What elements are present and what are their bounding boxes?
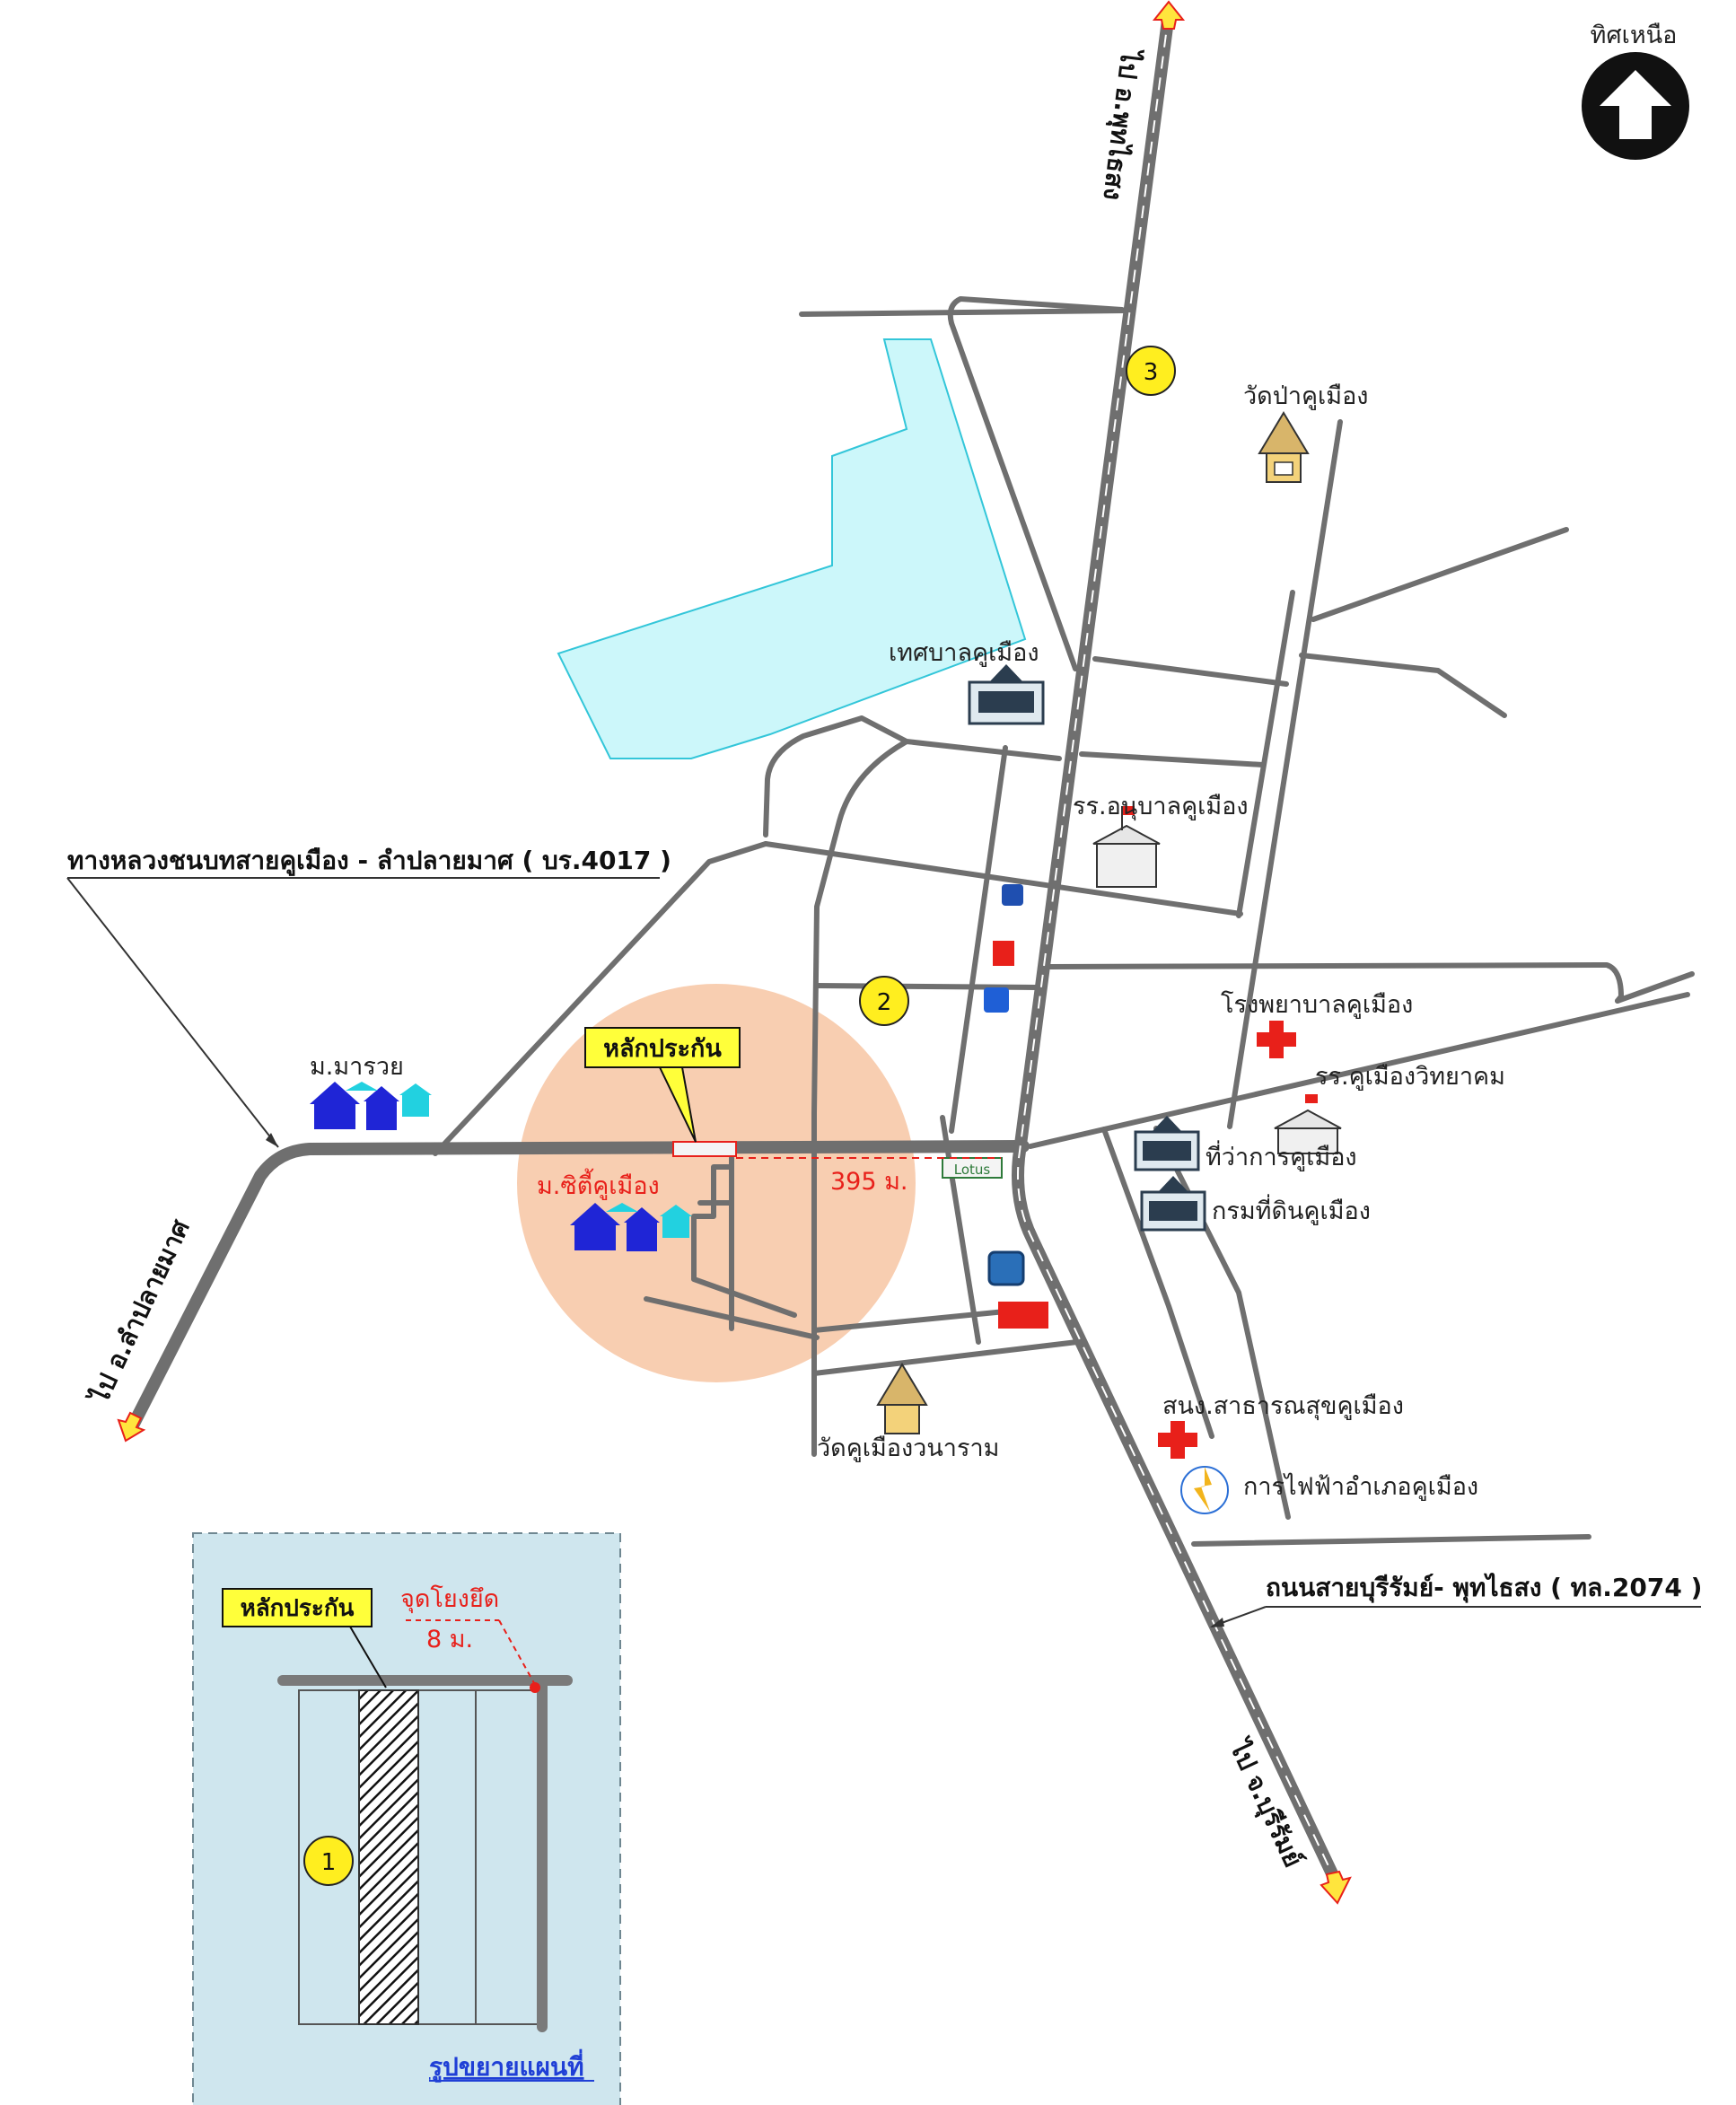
label-wat-pa: วัดป่าคูเมือง	[1243, 382, 1368, 410]
label-to-phutthaisong: ไป อ.พุทไธสง	[1097, 46, 1146, 202]
north-compass: ทิศเหนือ	[1582, 22, 1689, 160]
government-building-icon	[968, 664, 1045, 725]
arrow-north-icon	[1152, 0, 1186, 30]
arrow-southwest-icon	[117, 1411, 146, 1443]
label-hospital: โรงพยาบาลคูเมือง	[1221, 991, 1413, 1019]
collateral-plot	[672, 1141, 737, 1157]
district-office-icon	[1134, 1116, 1200, 1171]
rural-road-4017	[126, 1140, 1030, 1434]
svg-text:3: 3	[1144, 359, 1159, 386]
temple-icon	[1258, 411, 1310, 483]
bank-icon	[984, 987, 1009, 1013]
post-office-icon	[998, 1302, 1048, 1329]
label-health-office: สนง.สาธารณสุขคูเมือง	[1162, 1392, 1404, 1421]
marker-1: 1	[303, 1836, 354, 1886]
label-anchor: จุดโยงยึด	[400, 1585, 499, 1614]
label-kindergarten: รร.อนุบาลคูเมือง	[1073, 793, 1249, 821]
anchor-point	[530, 1682, 540, 1693]
inset-collateral-callout: หลักประกัน	[222, 1588, 387, 1688]
arrow-south-icon	[1320, 1870, 1352, 1905]
label-school: รร.คูเมืองวิทยาคม	[1315, 1063, 1505, 1091]
north-arrow-icon	[1600, 70, 1671, 139]
label-rural-road: ทางหลวงชนบทสายคูเมือง - ลำปลายมาศ ( บร.4…	[67, 846, 671, 876]
label-highway-2074: ถนนสายบุรีรัมย์- พุทไธสง ( ทล.2074 )	[1266, 1573, 1702, 1603]
label-land-dept: กรมที่ดินคูเมือง	[1212, 1194, 1371, 1225]
north-label: ทิศเหนือ	[1591, 22, 1678, 49]
lotus-store-icon: Lotus	[942, 1157, 1003, 1179]
electricity-icon	[1180, 1466, 1229, 1514]
local-road-network	[433, 296, 1695, 1547]
hospital-cross-icon	[1257, 1021, 1296, 1058]
label-to-lamplaimat: ไป อ.ลำปลายมาศ	[83, 1215, 196, 1410]
inset-map: หลักประกัน จุดโยงยึด 8 ม. 1 รูปขยายแผนที…	[192, 1532, 621, 2105]
highway-2074	[1012, 7, 1344, 1891]
inset-collateral-plot	[358, 1689, 419, 2025]
marker-3: 3	[1126, 346, 1176, 396]
land-dept-icon	[1140, 1176, 1206, 1232]
svg-text:Lotus: Lotus	[954, 1162, 991, 1178]
label-electricity: การไฟฟ้าอำเภอคูเมือง	[1243, 1473, 1478, 1501]
marker-2: 2	[859, 976, 909, 1026]
lake	[557, 338, 1027, 759]
fuel-station-icon	[987, 1250, 1025, 1286]
collateral-callout: หลักประกัน	[584, 1027, 741, 1143]
label-village-city: ม.ซิตี้คูเมือง	[537, 1168, 660, 1200]
inset-title: รูปขยายแผนที่	[429, 2048, 584, 2083]
seven-eleven-icon	[993, 941, 1014, 966]
label-municipality: เทศบาลคูเมือง	[889, 639, 1039, 667]
svg-text:2: 2	[877, 989, 892, 1016]
houses-icon	[310, 1082, 432, 1130]
label-wat-khu: วัดคูเมืองวนาราม	[817, 1434, 999, 1462]
houses-icon-2	[570, 1203, 692, 1251]
label-distance: 395 ม.	[830, 1168, 908, 1196]
label-district-office: ที่ว่าการคูเมือง	[1206, 1140, 1357, 1171]
label-anchor-distance: 8 ม.	[426, 1626, 473, 1653]
label-village-marauay: ม.มารวย	[310, 1053, 404, 1081]
temple-icon-2	[876, 1363, 928, 1434]
svg-text:หลักประกัน: หลักประกัน	[603, 1035, 722, 1063]
school-icon-2	[1274, 1094, 1342, 1154]
health-cross-icon	[1158, 1421, 1197, 1459]
svg-text:1: 1	[321, 1849, 337, 1876]
school-icon	[1092, 806, 1161, 888]
svg-text:หลักประกัน: หลักประกัน	[241, 1595, 355, 1622]
ptt-station-icon	[1002, 884, 1023, 906]
